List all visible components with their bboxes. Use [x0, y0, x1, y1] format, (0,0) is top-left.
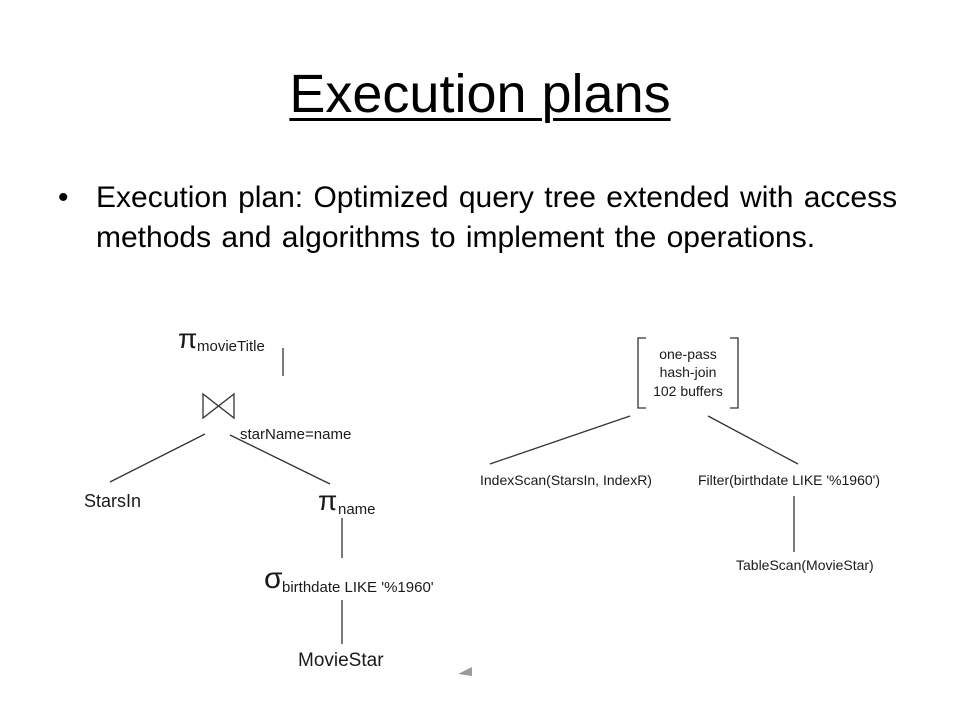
edge-join-starsin [109, 433, 206, 483]
logical-query-tree [109, 348, 343, 644]
projection-root-symbol: π [178, 323, 197, 354]
filter-label: Filter(birthdate LIKE '%1960') [698, 472, 880, 488]
edge-hashjoin-filter [707, 415, 799, 465]
root-right-bracket [730, 337, 739, 409]
projection-root-subscript: movieTitle [197, 338, 265, 355]
root-line-1: one-pass [659, 346, 717, 362]
root-line-2: hash-join [660, 364, 717, 380]
slide-title: Execution plans [289, 64, 671, 124]
edge-hashjoin-indexscan [489, 415, 631, 465]
selection-condition: birthdate LIKE '%1960' [282, 579, 434, 596]
projection-name-subscript: name [338, 501, 376, 518]
selection-symbol: σ [264, 562, 283, 595]
indexscan-label: IndexScan(StarsIn, IndexR) [480, 472, 652, 488]
bullet-text: Execution plan: Optimized query tree ext… [96, 181, 898, 254]
tablescan-label: TableScan(MovieStar) [736, 557, 874, 573]
bullet-list: • Execution plan: Optimized query tree e… [58, 178, 918, 258]
root-line-3: 102 buffers [653, 383, 723, 399]
moviestar-leaf-label: MovieStar [298, 650, 384, 671]
edge-join-projection [229, 434, 331, 485]
starsin-leaf-label: StarsIn [84, 491, 141, 511]
query-trees-svg: π movieTitle starName=name StarsIn π nam… [84, 323, 880, 676]
scan-artifact-mark [458, 667, 472, 676]
bullet-item: • Execution plan: Optimized query tree e… [58, 178, 918, 258]
projection-name-symbol: π [318, 485, 337, 516]
join-bowtie-icon [202, 392, 235, 420]
root-left-bracket [637, 337, 646, 409]
bullet-dot-icon: • [58, 181, 69, 214]
physical-plan-tree [489, 337, 799, 552]
join-condition-label: starName=name [240, 426, 351, 443]
execution-plan-figure: π movieTitle starName=name StarsIn π nam… [60, 318, 910, 680]
